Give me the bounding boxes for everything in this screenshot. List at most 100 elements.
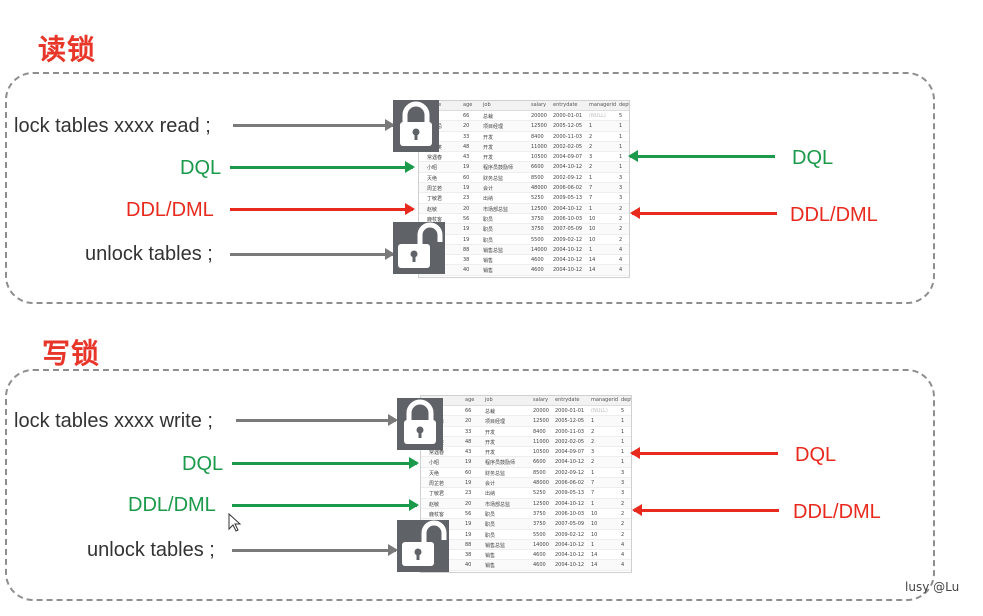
table-cell: 销售总监 [483, 247, 504, 254]
table-header: nameagejobsalaryentrydatemanageriddept_i… [421, 396, 631, 406]
cursor-icon [228, 513, 242, 532]
table-cell: 2 [619, 236, 623, 243]
table-cell: 19 [465, 531, 472, 538]
table-cell: 2002-02-05 [555, 438, 585, 445]
table-cell: 48 [463, 143, 470, 150]
header-cell: managerid [591, 397, 619, 403]
table-cell: 20000 [531, 113, 547, 119]
table-cell: 2 [621, 510, 625, 517]
table-cell: 10500 [533, 449, 549, 456]
write-lock-title: 写锁 [42, 337, 101, 370]
table-cell: 职员 [485, 532, 496, 539]
table-cell: 7 [591, 490, 595, 497]
table-cell: 2004-10-12 [555, 459, 585, 466]
write-left-ddl-label: DDL/DML [128, 494, 216, 516]
read-right-ddl-arrow [630, 207, 777, 219]
table-cell: 2 [589, 133, 593, 140]
table-cell: 2004-10-12 [555, 500, 585, 507]
table-cell: 职员 [483, 216, 494, 223]
table-cell: 2004-10-12 [553, 164, 583, 171]
table-cell: 11000 [531, 143, 547, 150]
read-lock-command: lock tables xxxx read ; [14, 115, 211, 137]
table-cell: 总裁 [485, 409, 496, 415]
table-cell: 市场部总监 [483, 206, 509, 213]
table-cell: 3750 [531, 226, 544, 233]
table-cell: 2004-10-12 [553, 205, 583, 212]
table-cell: 1 [589, 123, 593, 130]
table-cell: 8400 [531, 133, 544, 140]
table-cell: 2006-10-03 [555, 510, 585, 517]
lock-open-icon [393, 222, 445, 274]
header-cell: age [463, 102, 473, 108]
table-cell: 1 [589, 205, 593, 212]
table-cell: 14 [591, 552, 598, 559]
table-cell: 2 [619, 226, 623, 233]
table-cell: 开发 [485, 439, 496, 446]
write-right-dql-label: DQL [795, 444, 837, 466]
table-cell: 开发 [485, 450, 496, 457]
table-cell: 43 [463, 154, 470, 161]
read-unlock-command: unlock tables ; [85, 243, 213, 265]
table-cell: 2006-10-03 [553, 215, 583, 222]
table-cell: 常遇春 [429, 450, 445, 457]
table-cell: 5 [621, 408, 625, 414]
table-cell: 5500 [533, 531, 546, 538]
table-cell: 2 [591, 428, 595, 435]
write-right-dql-arrow [630, 447, 778, 459]
table-cell: 2009-02-12 [555, 531, 585, 538]
table-cell: 19 [463, 226, 470, 233]
table-cell: 2 [589, 164, 593, 171]
header-cell: dept_id [621, 397, 631, 403]
table-cell: 丁敏君 [429, 491, 445, 498]
read-left-dql-arrow [230, 161, 415, 173]
table-cell: 2004-10-12 [553, 246, 583, 253]
table-cell: 40 [463, 267, 470, 274]
table-cell: 丁敏君 [427, 196, 443, 203]
table-cell: 2005-12-05 [553, 123, 583, 130]
table-cell: 2009-05-13 [555, 490, 585, 497]
table-row: 金庸66总裁200002000-01-01(NULL)5 [421, 406, 631, 417]
table-cell: 2007-05-09 [555, 521, 585, 528]
table-cell: 8500 [531, 174, 544, 181]
table-cell: 1 [621, 428, 625, 435]
table-cell: 3750 [531, 215, 544, 222]
table-cell: 3750 [533, 521, 546, 528]
read-right-ddl-label: DDL/DML [790, 204, 878, 226]
table-cell: 3 [621, 480, 625, 487]
table-cell: 赵敏 [427, 206, 438, 213]
table-cell: 2 [621, 521, 625, 528]
table-row: 金庸66总裁200002000-01-01(NULL)5 [419, 111, 629, 122]
table-cell: 1 [589, 246, 593, 253]
table-cell: 1 [591, 469, 595, 476]
table-cell: 2002-09-12 [555, 469, 585, 476]
lock-open-icon [397, 520, 449, 572]
table-cell: 1 [619, 164, 623, 171]
table-cell: 开发 [483, 155, 494, 162]
read-lock-title: 读锁 [38, 33, 97, 66]
header-cell: age [465, 397, 475, 403]
write-left-dql-label: DQL [182, 453, 224, 475]
table-cell: 程序员鼓励师 [485, 460, 516, 467]
table-cell: 60 [463, 174, 470, 181]
table-cell: 1 [619, 123, 623, 130]
table-cell: 19 [463, 185, 470, 192]
table-cell: 出纳 [483, 196, 494, 203]
table-cell: 3 [619, 185, 623, 192]
table-cell: 灭绝 [429, 470, 440, 477]
table-cell: 2002-09-12 [553, 174, 583, 181]
table-cell: 20 [463, 123, 470, 130]
table-cell: 财务总监 [483, 175, 504, 182]
table-cell: 33 [465, 428, 472, 435]
header-cell: entrydate [553, 102, 578, 108]
table-cell: 10 [589, 215, 596, 222]
table-cell: 4 [619, 257, 623, 264]
table-cell: 1 [619, 154, 623, 161]
table-cell: 40 [465, 562, 472, 569]
